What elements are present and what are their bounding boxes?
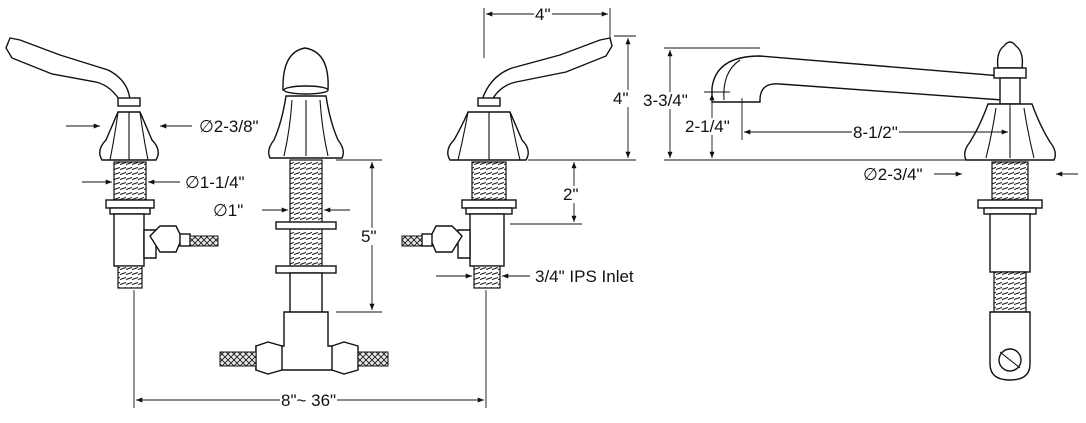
right-nut: [461, 199, 517, 209]
center-tee: [219, 47, 389, 375]
left-nut: [105, 199, 155, 209]
right-threaded-shank: [471, 161, 507, 201]
right-handle-collar: [477, 97, 501, 107]
handle-reach-label: 4": [534, 5, 552, 24]
inlet-label: 3/4" IPS Inlet: [534, 267, 635, 286]
spout-nut: [977, 199, 1043, 209]
spout-shank-body: [989, 213, 1031, 273]
spout-collar: [993, 67, 1027, 79]
shank-length-label: 5": [360, 227, 378, 246]
left-threaded-shank: [113, 161, 147, 201]
left-valve-body: [113, 213, 145, 267]
riser-height-label: 2": [562, 185, 580, 204]
spout-clearance-label: 2-1/4": [684, 117, 731, 136]
left-valve: [5, 37, 219, 289]
center-washer-bottom: [275, 265, 337, 274]
center-right-hose: [357, 351, 389, 367]
right-lever-handle: [481, 37, 613, 105]
spout-side-view: [711, 41, 1057, 381]
spread-label: 8"~ 36": [280, 391, 338, 410]
left-supply-hose: [189, 235, 219, 247]
spout-base-dia-label: ∅2-3/4": [862, 165, 924, 184]
spout-height-label: 3-3/4": [642, 91, 689, 110]
spout-arm: [711, 55, 1003, 103]
center-spout-cap: [282, 47, 329, 91]
spout-reach-label: 8-1/2": [852, 123, 899, 142]
center-threaded-shank: [289, 159, 323, 271]
spout-threaded-shank: [991, 161, 1029, 201]
center-left-hose: [219, 351, 257, 367]
handle-escutcheon-dia-label: ∅2-3/8": [198, 117, 260, 136]
handle-height-label: 4": [612, 89, 630, 108]
left-inlet-thread: [117, 265, 143, 289]
spout-finial: [996, 41, 1024, 69]
center-washer-top: [275, 221, 337, 230]
right-supply-hose: [401, 235, 423, 247]
left-lever-handle: [5, 37, 131, 105]
right-valve: [401, 37, 613, 289]
center-left-hex: [255, 341, 283, 375]
right-inlet-thread: [473, 265, 501, 289]
right-valve-body: [469, 213, 505, 267]
center-right-hex: [331, 341, 359, 375]
right-hex-fitting: [429, 225, 463, 253]
left-handle-collar: [117, 97, 141, 107]
shank-dia-left-label: ∅1-1/4": [184, 173, 246, 192]
shank-dia-center-label: ∅1": [212, 201, 245, 220]
